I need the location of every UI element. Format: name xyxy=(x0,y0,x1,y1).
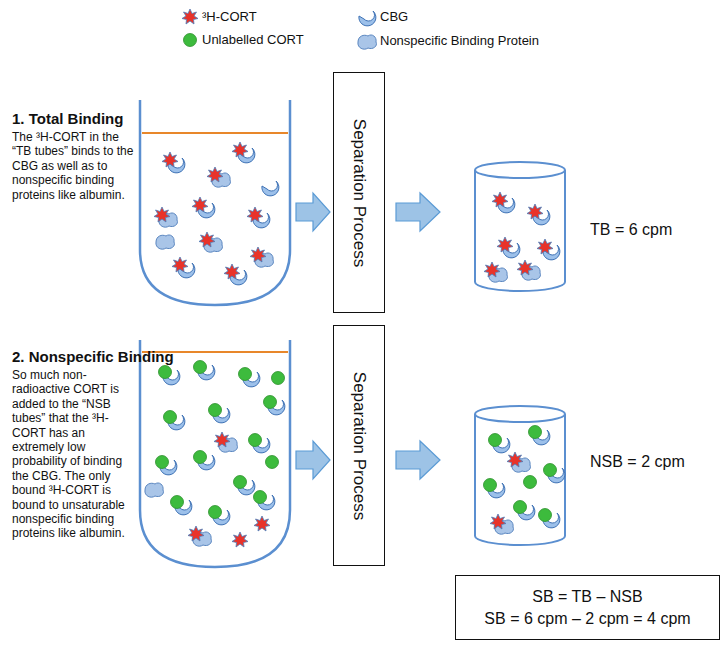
count-value: NSB = 2 cpm xyxy=(590,452,685,471)
molecule xyxy=(145,483,164,497)
test-tube xyxy=(140,340,290,567)
molecule xyxy=(262,181,279,196)
legend-text: ³H-CORT xyxy=(202,9,257,25)
cort-molecule xyxy=(484,262,500,277)
cort-molecule xyxy=(497,237,513,252)
process-label: Separation Process xyxy=(348,371,371,519)
cort-molecule xyxy=(484,479,497,492)
star-sample xyxy=(182,9,198,24)
formula-text: SB = 6 cpm – 2 cpm = 4 cpm xyxy=(484,608,690,630)
beakers xyxy=(475,162,565,545)
section-heading: 2. Nonspecific Binding xyxy=(12,348,174,366)
section-heading: 1. Total Binding xyxy=(12,110,123,128)
cort-molecule xyxy=(154,207,170,222)
cort-molecule xyxy=(159,366,172,379)
cort-molecule xyxy=(490,514,506,529)
beaker-rim xyxy=(475,162,565,178)
cort-molecule xyxy=(527,204,543,219)
test-tube xyxy=(140,100,290,305)
test-tubes xyxy=(140,100,290,567)
cort-molecule xyxy=(507,452,523,467)
legend-samples xyxy=(182,9,376,49)
cort-molecule xyxy=(489,434,502,447)
cort-molecule xyxy=(194,451,207,464)
cort-molecule xyxy=(224,264,240,279)
formula-text: SB = TB – NSB xyxy=(532,586,642,608)
molecule xyxy=(156,235,175,249)
cort-molecule xyxy=(209,506,222,519)
cort-molecule xyxy=(199,232,215,247)
cort-molecule xyxy=(232,142,248,157)
cort-molecule xyxy=(264,396,277,409)
cort-molecule xyxy=(192,197,208,212)
cort-molecule xyxy=(209,404,222,417)
cort-molecule xyxy=(249,434,262,447)
legend-text: Unlabelled CORT xyxy=(202,32,304,48)
cort-molecule xyxy=(247,207,263,222)
block-arrow xyxy=(296,193,330,231)
block-arrow xyxy=(396,441,440,479)
legend-text: Nonspecific Binding Protein xyxy=(380,33,539,49)
legend-text: CBG xyxy=(380,9,408,25)
molecule xyxy=(272,372,285,385)
block-arrow xyxy=(396,193,440,231)
cort-molecule xyxy=(517,260,533,275)
blob-sample xyxy=(358,35,377,49)
cort-molecule xyxy=(537,239,553,254)
liquid-lines xyxy=(142,133,288,352)
process-box: Separation Process xyxy=(333,72,385,313)
cort-molecule xyxy=(156,456,169,469)
molecule xyxy=(266,456,279,469)
circle-sample xyxy=(184,34,197,47)
molecule xyxy=(232,532,248,547)
cort-molecule xyxy=(234,476,247,489)
cort-molecule xyxy=(172,257,188,272)
block-arrow xyxy=(296,441,330,479)
process-box: Separation Process xyxy=(333,325,385,566)
process-label: Separation Process xyxy=(348,118,371,266)
body-text: The ³H-CORT in the “TB tubes” binds to t… xyxy=(12,130,136,202)
beaker xyxy=(475,414,565,545)
cort-molecule xyxy=(214,432,230,447)
cort-molecule xyxy=(254,491,267,504)
cort-molecule xyxy=(188,526,204,541)
cort-molecule xyxy=(207,167,223,182)
molecule xyxy=(524,476,537,489)
cort-molecule xyxy=(250,247,266,262)
cort-molecule xyxy=(529,426,542,439)
cort-molecule xyxy=(171,496,184,509)
crescent-sample xyxy=(359,11,376,26)
cort-molecule xyxy=(492,192,508,207)
body-text: So much non-radioactive CORT is added to… xyxy=(12,368,136,541)
cort-molecule xyxy=(164,411,177,424)
liquid-line xyxy=(142,132,288,134)
cort-molecule xyxy=(514,501,527,514)
molecule xyxy=(254,516,270,531)
cort-molecule xyxy=(194,361,207,374)
cort-molecule xyxy=(162,152,178,167)
cort-molecule xyxy=(544,464,557,477)
formula-box: SB = TB – NSBSB = 6 cpm – 2 cpm = 4 cpm xyxy=(455,575,720,640)
beaker-rim xyxy=(475,406,565,422)
beaker xyxy=(475,170,565,291)
cort-molecule xyxy=(539,509,552,522)
count-value: TB = 6 cpm xyxy=(590,220,672,239)
cort-molecule xyxy=(239,368,252,381)
